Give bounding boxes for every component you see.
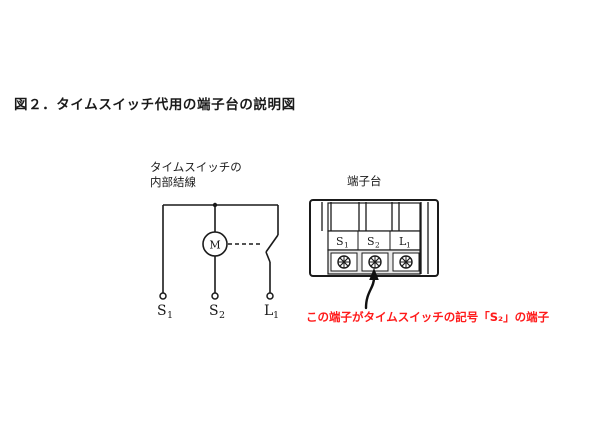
switch-pivot-link [265, 251, 271, 263]
annotation-arrow-head [369, 268, 379, 280]
tb-label-l1-letter: L [399, 235, 407, 248]
tb-label-s2-subscript: 2 [375, 241, 380, 250]
annotation-text: この端子がタイムスイッチの記号「S₂」の端子 [306, 310, 550, 324]
switch-blade [265, 234, 279, 253]
terminal-label-l1: L 1 [264, 303, 279, 321]
terminal-point-l1 [266, 292, 274, 300]
screw-head-s2[interactable] [368, 255, 382, 269]
figure-title: 図２．タイムスイッチ代用の端子台の説明図 [14, 97, 296, 113]
terminal-label-l1-subscript: 1 [273, 310, 279, 321]
time-switch-circuit: M S 1 S 2 [157, 202, 279, 321]
time-switch-caption: タイムスイッチの 内部結線 [150, 160, 242, 190]
tb-label-s1: S 1 [336, 235, 349, 250]
terminal-label-s1: S 1 [157, 303, 173, 321]
terminal-label-s1-subscript: 1 [167, 310, 173, 321]
terminal-label-s2-subscript: 2 [219, 310, 225, 321]
motor-symbol-letter: M [209, 239, 220, 252]
tb-label-l1-subscript: 1 [406, 241, 411, 250]
terminal-label-l1-letter: L [264, 303, 273, 319]
terminal-label-s2-letter: S [209, 303, 219, 319]
tb-label-s2-letter: S [367, 235, 375, 248]
annotation-arrow-shaft [364, 276, 376, 310]
annotation-arrow [364, 268, 379, 310]
tb-label-s1-subscript: 1 [344, 241, 349, 250]
time-switch-caption-line2: 内部結線 [150, 175, 196, 189]
time-switch-caption-line1: タイムスイッチの [150, 160, 242, 174]
tb-label-l1: L 1 [399, 235, 411, 250]
terminal-point-s2 [211, 292, 219, 300]
terminal-point-s1 [159, 292, 167, 300]
terminal-label-s2: S 2 [209, 303, 225, 321]
tb-label-s1-letter: S [336, 235, 344, 248]
screw-head-l1[interactable] [399, 255, 413, 269]
terminal-label-s1-letter: S [157, 303, 167, 319]
screw-head-s1[interactable] [337, 255, 351, 269]
tb-label-s2: S 2 [367, 235, 380, 250]
terminal-block-caption: 端子台 [347, 174, 382, 188]
terminal-block: S 1 S 2 L 1 [309, 199, 439, 277]
terminal-block-upper-cavity [327, 202, 421, 232]
